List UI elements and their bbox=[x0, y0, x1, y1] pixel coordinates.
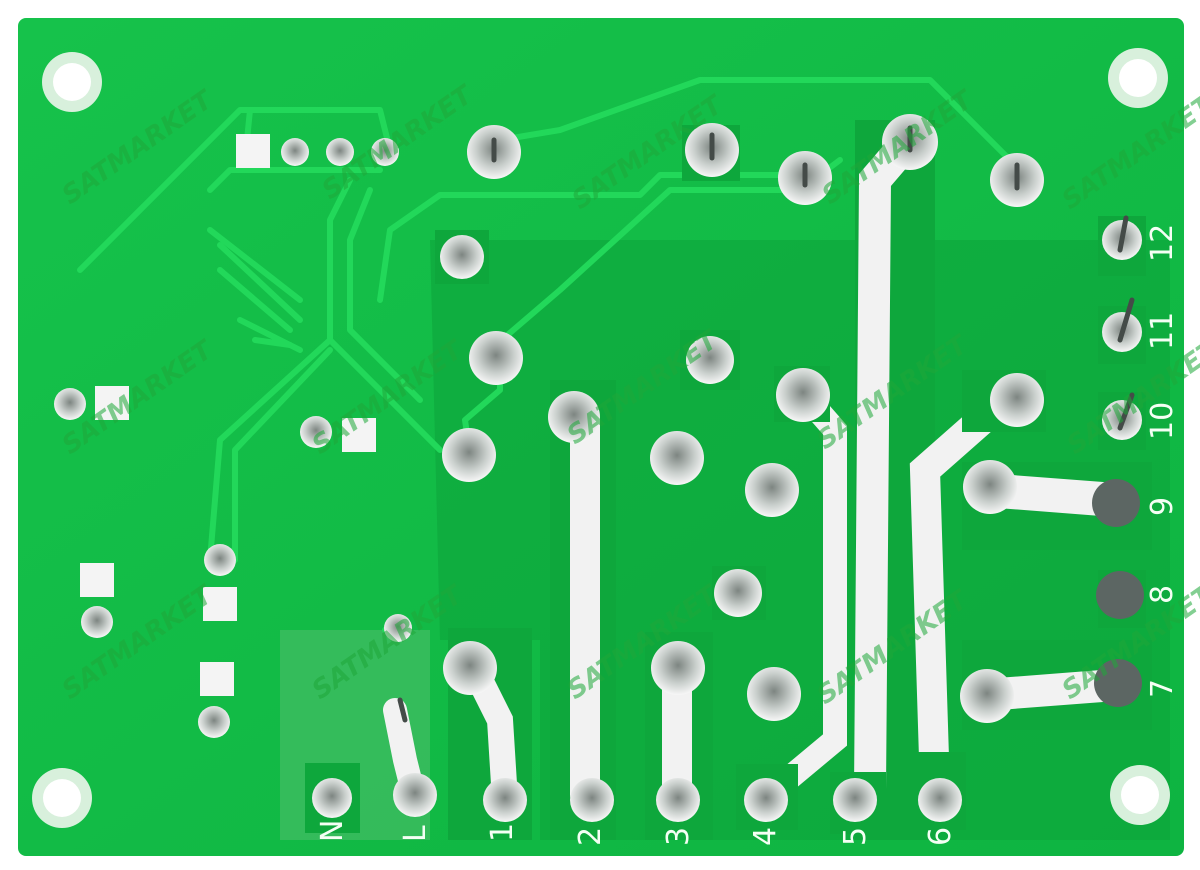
side-label-11: 11 bbox=[1145, 312, 1180, 350]
terminal-label-3: 3 bbox=[661, 827, 696, 846]
terminal-label-6: 6 bbox=[923, 827, 958, 846]
terminal-label-l: L bbox=[398, 825, 433, 842]
side-label-8: 8 bbox=[1145, 585, 1180, 604]
terminal-label-2: 2 bbox=[573, 827, 608, 846]
side-labels: 12 11 10 9 8 7 bbox=[1145, 224, 1180, 698]
side-label-10: 10 bbox=[1145, 402, 1180, 440]
side-label-9: 9 bbox=[1145, 497, 1180, 516]
component-leads bbox=[397, 125, 1135, 723]
terminal-labels: N L 1 2 3 4 5 6 bbox=[315, 820, 958, 846]
terminal-label-4: 4 bbox=[748, 827, 783, 846]
terminal-label-n: N bbox=[315, 820, 350, 842]
side-label-7: 7 bbox=[1145, 679, 1180, 698]
mounting-holes bbox=[32, 48, 1170, 828]
terminal-label-5: 5 bbox=[838, 827, 873, 846]
terminal-label-1: 1 bbox=[485, 823, 520, 842]
side-label-12: 12 bbox=[1145, 224, 1180, 262]
